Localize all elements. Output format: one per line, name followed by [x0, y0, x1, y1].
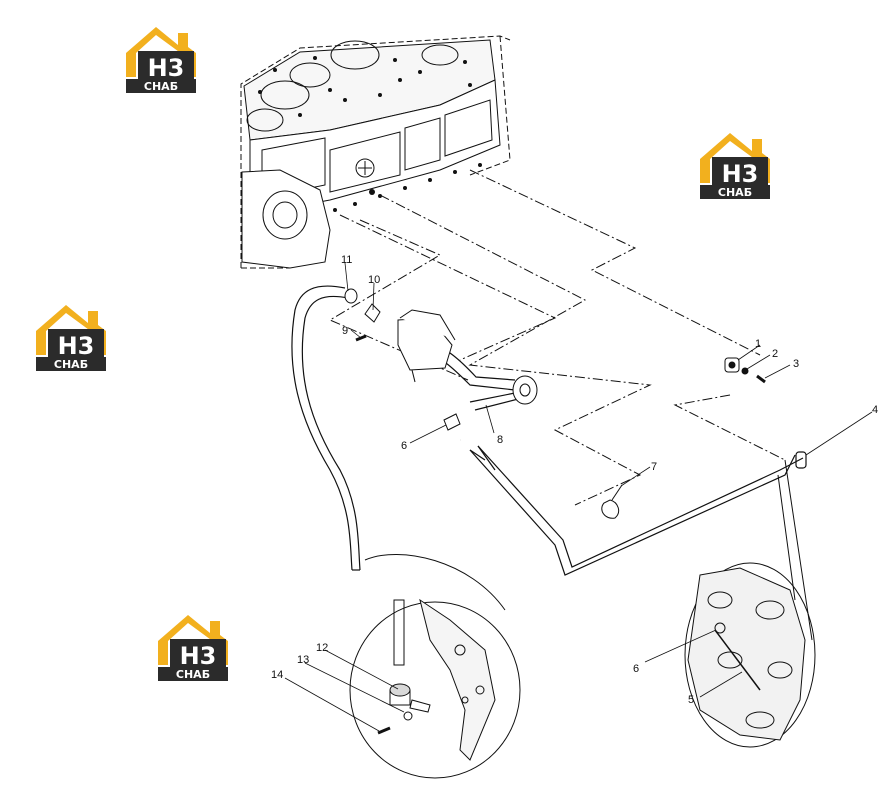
detail-view-left [349, 554, 521, 779]
brand-logo-bottom-text: СНАБ [54, 358, 88, 371]
brand-logo-top-text: H3 [722, 160, 759, 188]
callout-11: 11 [341, 254, 352, 266]
engine-block [240, 35, 511, 269]
callout-3: 3 [793, 358, 799, 370]
callout-6-left: 6 [401, 440, 407, 452]
brand-logo-top-text: H3 [148, 54, 185, 82]
parts [344, 288, 766, 519]
pipes [291, 285, 807, 576]
brand-logo-bottom-text: СНАБ [718, 186, 752, 199]
brand-logo: H3 СНАБ [126, 27, 196, 93]
brand-logo-bottom-text: СНАБ [144, 80, 178, 93]
brand-logo: H3 СНАБ [158, 615, 228, 681]
callout-labels: 1 2 3 4 5 6 6 7 8 9 10 11 12 13 14 [271, 254, 878, 706]
callout-1: 1 [755, 338, 761, 350]
callout-10: 10 [368, 274, 380, 286]
brand-logo: H3 СНАБ [36, 305, 106, 371]
brand-logo-bottom-text: СНАБ [176, 668, 210, 681]
callout-14: 14 [271, 669, 283, 681]
brand-logo: H3 СНАБ [700, 133, 770, 199]
callout-13: 13 [297, 654, 309, 666]
callout-6-right: 6 [633, 663, 639, 675]
callout-5: 5 [688, 694, 694, 706]
callout-8: 8 [497, 434, 503, 446]
leader-lines [284, 262, 873, 732]
brand-logo-top-text: H3 [58, 332, 95, 360]
reference-lines [328, 169, 786, 506]
callout-9: 9 [342, 325, 348, 337]
callout-7: 7 [651, 461, 657, 473]
callout-4: 4 [872, 404, 878, 416]
brand-logo-top-text: H3 [180, 642, 217, 670]
callout-2: 2 [772, 348, 778, 360]
callout-12: 12 [316, 642, 328, 654]
detail-view-right [684, 459, 816, 748]
